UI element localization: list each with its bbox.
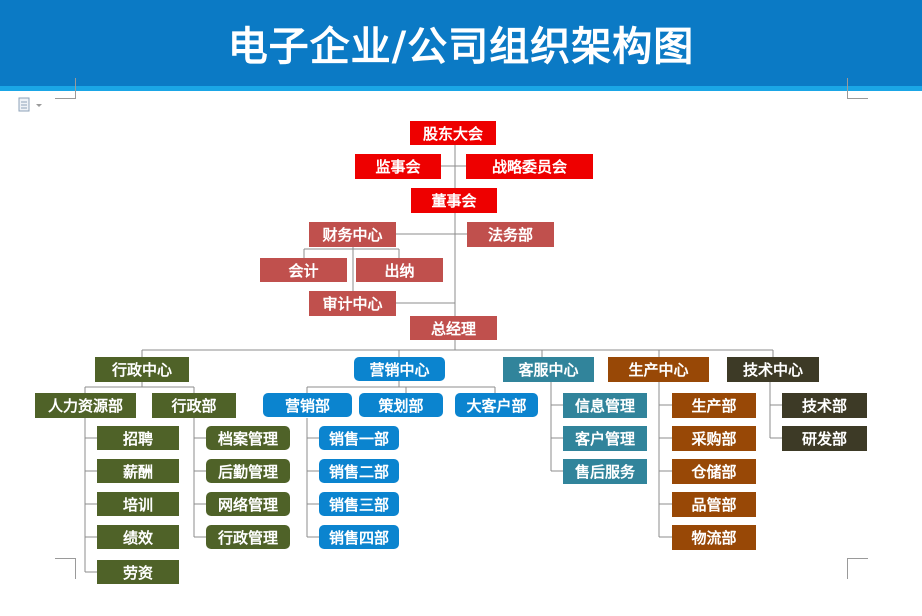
node-hr[interactable]: 人力资源部 [35, 393, 136, 418]
node-customer-mgmt[interactable]: 客户管理 [563, 426, 647, 451]
node-service-center[interactable]: 客服中心 [503, 357, 594, 382]
node-performance[interactable]: 绩效 [97, 525, 179, 549]
node-general-manager[interactable]: 总经理 [410, 316, 497, 340]
node-info-mgmt[interactable]: 信息管理 [563, 393, 647, 418]
document-icon[interactable] [18, 97, 44, 113]
node-finance-center[interactable]: 财务中心 [309, 222, 396, 247]
page-corner-mark [847, 558, 868, 579]
node-tech-center[interactable]: 技术中心 [727, 357, 819, 382]
node-admin-center[interactable]: 行政中心 [95, 357, 189, 382]
title-banner-stripe [0, 86, 922, 91]
node-board[interactable]: 董事会 [411, 188, 497, 213]
title-banner [0, 0, 922, 86]
node-labor[interactable]: 劳资 [97, 560, 179, 584]
node-warehouse[interactable]: 仓储部 [672, 459, 756, 484]
node-audit-center[interactable]: 审计中心 [309, 291, 396, 316]
node-production-center[interactable]: 生产中心 [608, 357, 709, 382]
node-logistics-mgmt[interactable]: 后勤管理 [206, 459, 290, 483]
node-strategy-committee[interactable]: 战略委员会 [466, 154, 593, 179]
node-cashier[interactable]: 出纳 [356, 258, 443, 282]
page-title: 电子企业/公司组织架构图 [227, 24, 695, 70]
node-purchase[interactable]: 采购部 [672, 426, 756, 451]
node-salary[interactable]: 薪酬 [97, 459, 179, 483]
page-corner-mark [55, 78, 76, 99]
node-production-dept[interactable]: 生产部 [672, 393, 756, 418]
node-sales-3[interactable]: 销售三部 [319, 492, 399, 516]
node-shareholders[interactable]: 股东大会 [410, 121, 496, 145]
node-marketing-center[interactable]: 营销中心 [354, 357, 445, 381]
node-admin-mgmt[interactable]: 行政管理 [206, 525, 290, 549]
node-marketing-dept[interactable]: 营销部 [263, 393, 352, 417]
node-sales-2[interactable]: 销售二部 [319, 459, 399, 483]
page-corner-mark [847, 78, 868, 99]
node-sales-4[interactable]: 销售四部 [319, 525, 399, 549]
node-supervisors[interactable]: 监事会 [355, 154, 441, 179]
node-tech-dept[interactable]: 技术部 [782, 393, 867, 418]
node-key-account[interactable]: 大客户部 [455, 393, 538, 417]
node-quality[interactable]: 品管部 [672, 492, 756, 517]
node-network-mgmt[interactable]: 网络管理 [206, 492, 290, 516]
node-recruit[interactable]: 招聘 [97, 426, 179, 450]
node-logistics-dept[interactable]: 物流部 [672, 525, 756, 550]
node-after-sales[interactable]: 售后服务 [563, 459, 647, 484]
page-corner-mark [55, 558, 76, 579]
node-archives[interactable]: 档案管理 [206, 426, 290, 450]
node-accounting[interactable]: 会计 [260, 258, 347, 282]
node-admin-dept[interactable]: 行政部 [152, 393, 236, 418]
node-planning[interactable]: 策划部 [359, 393, 443, 417]
node-sales-1[interactable]: 销售一部 [319, 426, 399, 450]
node-legal[interactable]: 法务部 [467, 222, 554, 247]
node-rd[interactable]: 研发部 [782, 426, 867, 451]
node-training[interactable]: 培训 [97, 492, 179, 516]
